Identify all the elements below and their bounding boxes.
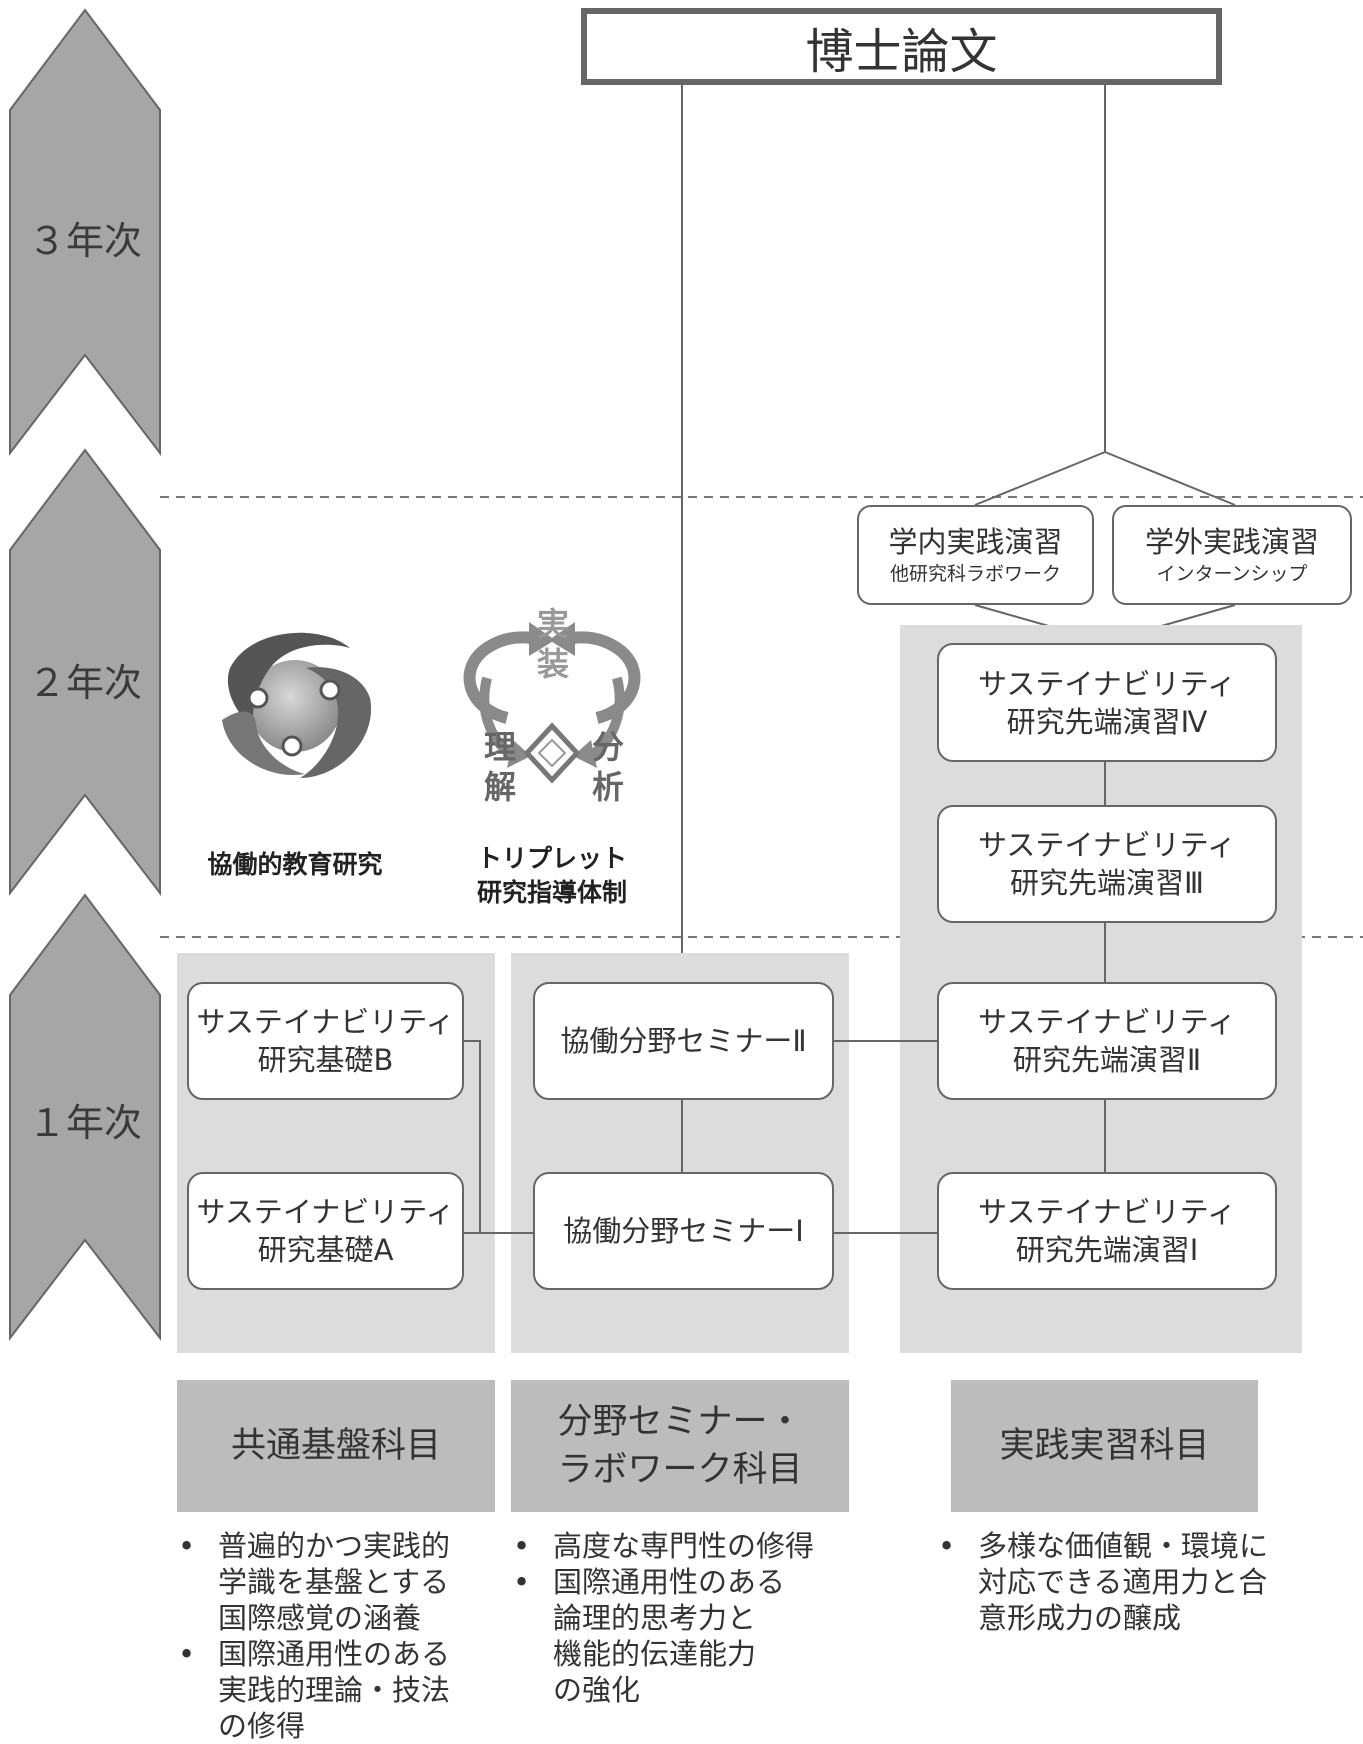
common-bullet-1: 普遍的かつ実践的 学識を基盤とする 国際感覚の涵養 [170, 1528, 490, 1636]
advanced-4-line2: 研究先端演習Ⅳ [1006, 704, 1208, 739]
triplet-caption-line1: トリプレット [476, 844, 627, 873]
collab-seminar-1-label: 協働分野セミナーⅠ [563, 1214, 804, 1248]
triplet-word-implementation-1: 実 [536, 605, 569, 643]
advanced-seminar-2-box: サステイナビリティ 研究先端演習Ⅱ [937, 982, 1277, 1100]
triplet-caption-line2: 研究指導体制 [476, 878, 627, 907]
category-seminar-line2: ラボワーク科目 [557, 1450, 803, 1490]
advanced-2-line1: サステイナビリティ [977, 1005, 1237, 1039]
external-practicum-box: 学外実践演習 インターンシップ [1112, 505, 1352, 605]
triplet-word-analysis-2: 析 [591, 768, 624, 806]
triplet-word-analysis-1: 分 [591, 728, 624, 766]
seminar-bullet-list: 高度な専門性の修得 国際通用性のある 論理的思考力と 機能的伝達能力 の強化 [505, 1528, 850, 1708]
bullet-line: 対応できる適用力と合 [978, 1565, 1268, 1599]
triplet-word-understanding-2: 解 [483, 768, 516, 806]
bullet-line: 国際通用性のある [553, 1565, 786, 1599]
triplet-cycle-icon [463, 622, 641, 784]
bullet-line: 意形成力の醸成 [978, 1601, 1182, 1635]
seminar-bullet-2: 国際通用性のある 論理的思考力と 機能的伝達能力 の強化 [505, 1564, 850, 1708]
bullet-line: 学識を基盤とする [218, 1565, 450, 1599]
bullet-line: 論理的思考力と [553, 1601, 757, 1635]
foundation-a-line2: 研究基礎A [257, 1233, 394, 1267]
connector-split-left [974, 451, 1106, 506]
category-seminar-line1: 分野セミナー・ [557, 1402, 803, 1442]
triplet-word-understanding-1: 理 [483, 728, 516, 766]
advanced-4-line1: サステイナビリティ [977, 666, 1237, 701]
bullet-line: の強化 [553, 1673, 641, 1707]
connector-split-right [1104, 451, 1236, 506]
bullet-line: 普遍的かつ実践的 [218, 1529, 451, 1563]
internal-practicum-box: 学内実践演習 他研究科ラボワーク [857, 505, 1094, 605]
seminar-bullet-1: 高度な専門性の修得 [505, 1528, 850, 1564]
category-common-label: 共通基盤科目 [230, 1426, 441, 1466]
bullet-line: 国際通用性のある [218, 1637, 451, 1671]
foundation-b-line2: 研究基礎B [257, 1043, 394, 1077]
advanced-1-line1: サステイナビリティ [977, 1195, 1237, 1229]
advanced-seminar-4-box: サステイナビリティ 研究先端演習Ⅳ [937, 643, 1277, 762]
year-arrow-1 [9, 893, 161, 1341]
bullet-line: 多様な価値観・環境に [978, 1529, 1269, 1563]
thesis-box: 博士論文 [581, 8, 1222, 85]
bullet-line: の修得 [218, 1709, 306, 1743]
internal-practicum-title: 学内実践演習 [888, 525, 1063, 559]
advanced-1-line2: 研究先端演習Ⅰ [1015, 1233, 1199, 1267]
advanced-2-line2: 研究先端演習Ⅱ [1012, 1043, 1202, 1077]
external-practicum-title: 学外実践演習 [1144, 525, 1319, 559]
internal-practicum-sub: 他研究科ラボワーク [889, 563, 1061, 585]
practice-bullet-list: 多様な価値観・環境に 対応できる適用力と合 意形成力の醸成 [930, 1528, 1310, 1636]
collab-seminar-2-label: 協働分野セミナーⅡ [560, 1024, 807, 1058]
foundation-a-line1: サステイナビリティ [196, 1195, 455, 1229]
collaboration-icon [222, 632, 372, 778]
common-bullet-list: 普遍的かつ実践的 学識を基盤とする 国際感覚の涵養 国際通用性のある 実践的理論… [170, 1528, 490, 1744]
advanced-3-line2: 研究先端演習Ⅲ [1010, 866, 1204, 900]
bullet-line: 実践的理論・技法 [218, 1673, 451, 1707]
triplet-caption: トリプレット 研究指導体制 [452, 842, 652, 910]
bullet-line: 国際感覚の涵養 [218, 1601, 422, 1635]
foundation-b-box: サステイナビリティ 研究基礎B [187, 982, 464, 1100]
common-bullet-2: 国際通用性のある 実践的理論・技法 の修得 [170, 1636, 490, 1744]
collab-seminar-1-box: 協働分野セミナーⅠ [533, 1172, 834, 1290]
advanced-seminar-3-box: サステイナビリティ 研究先端演習Ⅲ [937, 805, 1277, 923]
collab-research-caption: 協働的教育研究 [207, 850, 383, 879]
category-practice: 実践実習科目 [951, 1380, 1258, 1512]
year-label-3: ３年次 [27, 219, 142, 263]
year-label-1: １年次 [27, 1101, 142, 1145]
advanced-seminar-1-box: サステイナビリティ 研究先端演習Ⅰ [937, 1172, 1277, 1290]
foundation-a-box: サステイナビリティ 研究基礎A [187, 1172, 464, 1290]
category-common: 共通基盤科目 [177, 1380, 495, 1512]
year-arrow-3 [9, 8, 161, 456]
triplet-word-implementation-2: 装 [536, 645, 569, 683]
year-label-2: ２年次 [27, 661, 142, 705]
bullet-line: 機能的伝達能力 [553, 1637, 757, 1671]
category-seminar: 分野セミナー・ ラボワーク科目 [511, 1380, 849, 1512]
practice-bullet-1: 多様な価値観・環境に 対応できる適用力と合 意形成力の醸成 [930, 1528, 1310, 1636]
bullet-line: 高度な専門性の修得 [553, 1529, 815, 1563]
external-practicum-sub: インターンシップ [1156, 563, 1308, 585]
advanced-3-line1: サステイナビリティ [977, 828, 1237, 862]
foundation-b-line1: サステイナビリティ [196, 1005, 455, 1039]
collab-seminar-2-box: 協働分野セミナーⅡ [533, 982, 834, 1100]
category-practice-label: 実践実習科目 [999, 1426, 1210, 1466]
year-arrow-2 [9, 448, 161, 896]
